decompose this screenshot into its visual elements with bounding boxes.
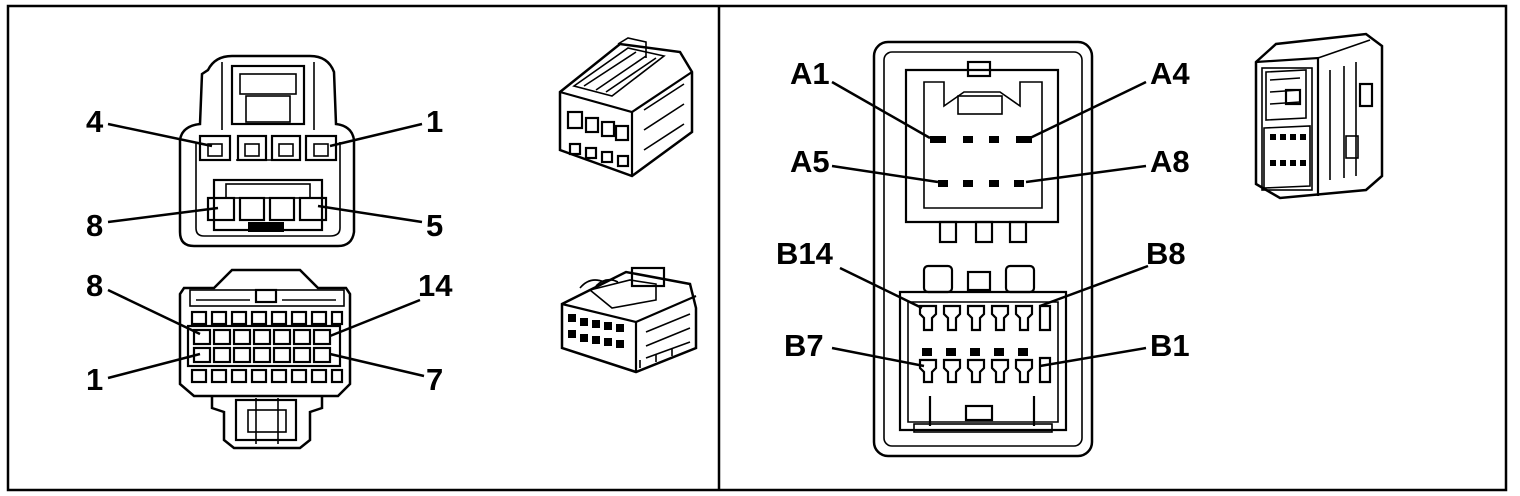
header-connector-face (872, 40, 1094, 458)
label-upper-4: 4 (86, 104, 104, 139)
lower-connector-labels: 8 14 1 7 (86, 268, 453, 397)
label-a5: A5 (790, 144, 830, 179)
label-a8: A8 (1150, 144, 1190, 179)
upper-connector-labels: 4 1 8 5 (86, 104, 443, 243)
label-upper-1: 1 (426, 104, 443, 139)
label-b1: B1 (1150, 328, 1190, 363)
label-lower-7: 7 (426, 362, 443, 397)
lower-connector-iso-view (560, 266, 698, 374)
upper-8-pin-connector-face (178, 54, 356, 248)
label-upper-5: 5 (426, 208, 443, 243)
lower-14-pin-connector-face (178, 268, 352, 450)
label-upper-8: 8 (86, 208, 103, 243)
label-b7: B7 (784, 328, 824, 363)
label-b14: B14 (776, 236, 834, 271)
label-lower-1: 1 (86, 362, 103, 397)
outer-frame (6, 4, 1508, 492)
label-lower-8: 8 (86, 268, 103, 303)
header-connector-labels: A1 A4 A5 A8 B14 B8 B7 B1 (776, 56, 1190, 368)
label-b8: B8 (1146, 236, 1186, 271)
label-a1: A1 (790, 56, 830, 91)
label-lower-14: 14 (418, 268, 453, 303)
label-a4: A4 (1150, 56, 1190, 91)
upper-connector-iso-view (558, 37, 694, 178)
header-connector-iso-view (1254, 32, 1384, 200)
